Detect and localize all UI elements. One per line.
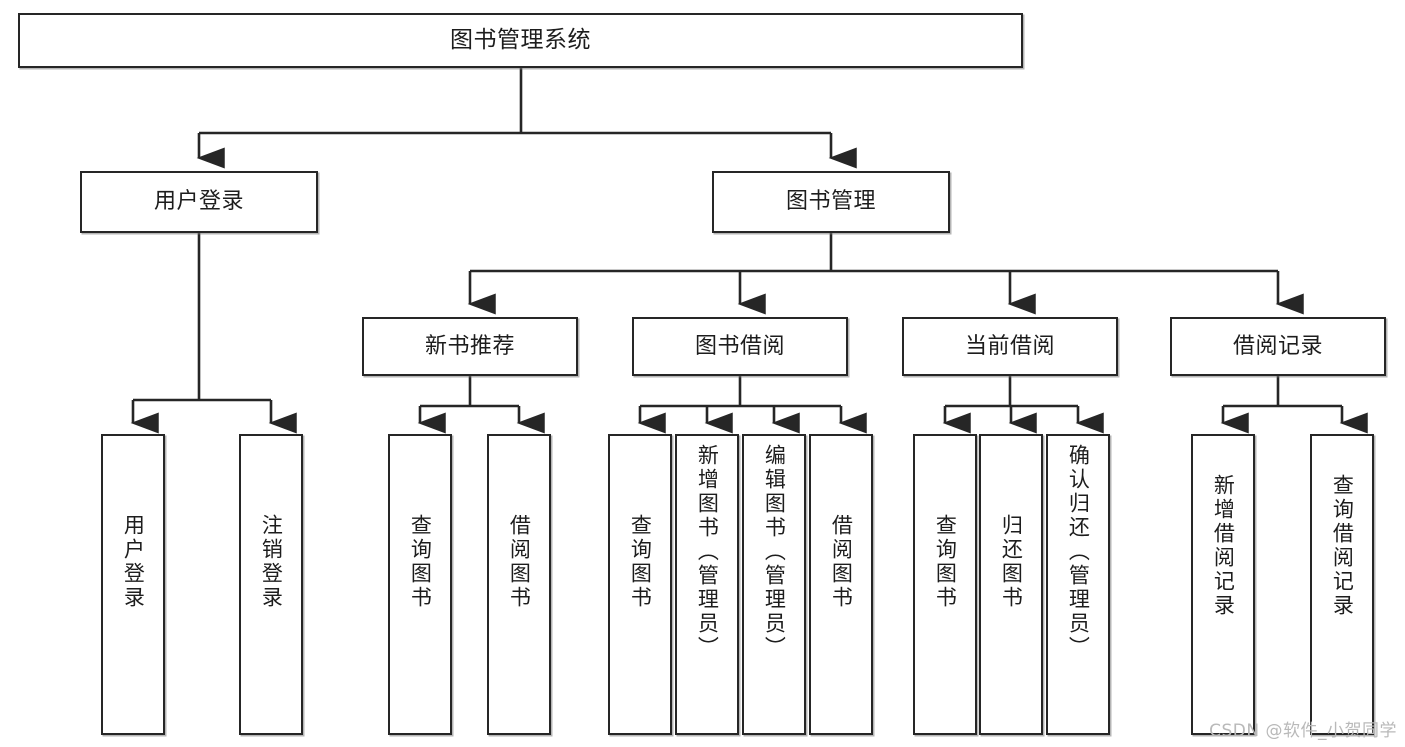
node-borrow-record[interactable]: 借阅记录 (1170, 317, 1386, 376)
leaf-user-login-login[interactable]: 用户登录 (101, 434, 165, 735)
node-label: 当前借阅 (964, 333, 1055, 359)
node-label: 图书管理系统 (450, 26, 591, 53)
node-user-login[interactable]: 用户登录 (80, 171, 318, 233)
node-label: 查询图书 (933, 514, 958, 610)
leaf-new-book-borrow-book[interactable]: 借阅图书 (487, 434, 551, 735)
node-label: 借阅图书 (829, 514, 854, 610)
node-label: 新书推荐 (424, 333, 515, 359)
node-label: 新增借阅记录 (1211, 474, 1236, 618)
leaf-current-borrow-return-book[interactable]: 归还图书 (979, 434, 1043, 735)
node-label: 查询图书 (408, 514, 433, 610)
leaf-new-book-query-book[interactable]: 查询图书 (388, 434, 452, 735)
leaf-user-login-logout[interactable]: 注销登录 (239, 434, 303, 735)
leaf-borrow-record-query-record[interactable]: 查询借阅记录 (1310, 434, 1374, 735)
leaf-current-borrow-confirm-return[interactable]: 确认归还（管理员） (1046, 434, 1110, 735)
node-book-management[interactable]: 图书管理 (712, 171, 950, 233)
leaf-current-borrow-query-book[interactable]: 查询图书 (913, 434, 977, 735)
leaf-book-borrow-borrow-book[interactable]: 借阅图书 (809, 434, 873, 735)
node-label: 注销登录 (259, 514, 284, 610)
node-label: 编辑图书（管理员） (762, 444, 787, 660)
node-label: 图书借阅 (694, 333, 785, 359)
node-label: 归还图书 (999, 514, 1024, 610)
node-current-borrow[interactable]: 当前借阅 (902, 317, 1118, 376)
node-label: 用户登录 (121, 514, 146, 610)
csdn-watermark: CSDN @软件_小贺同学 (1209, 721, 1397, 741)
node-label: 新增图书（管理员） (695, 444, 720, 660)
node-book-borrow[interactable]: 图书借阅 (632, 317, 848, 376)
node-label: 借阅记录 (1232, 333, 1323, 359)
node-label: 用户登录 (153, 189, 244, 215)
node-new-book-recommend[interactable]: 新书推荐 (362, 317, 578, 376)
node-root-book-management-system[interactable]: 图书管理系统 (18, 13, 1023, 68)
leaf-book-borrow-add-book[interactable]: 新增图书（管理员） (675, 434, 739, 735)
leaf-book-borrow-query-book[interactable]: 查询图书 (608, 434, 672, 735)
leaf-book-borrow-edit-book[interactable]: 编辑图书（管理员） (742, 434, 806, 735)
node-label: 借阅图书 (507, 514, 532, 610)
node-label: 查询借阅记录 (1330, 474, 1355, 618)
leaf-borrow-record-add-record[interactable]: 新增借阅记录 (1191, 434, 1255, 735)
node-label: 查询图书 (628, 514, 653, 610)
node-label: 图书管理 (785, 189, 876, 215)
node-label: 确认归还（管理员） (1066, 444, 1091, 660)
